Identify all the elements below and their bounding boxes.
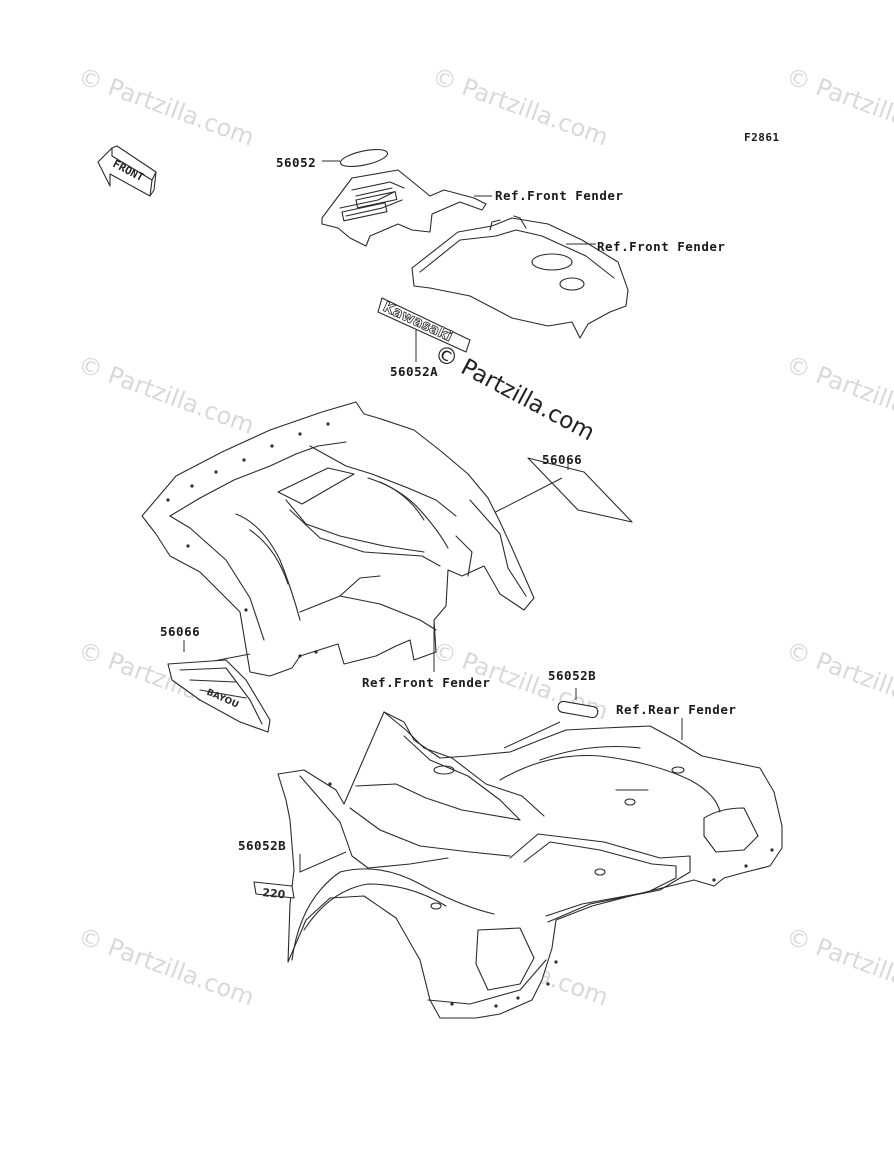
callout-56052a: 56052A xyxy=(390,364,439,379)
callout-56066-top: 56066 xyxy=(542,452,583,467)
callout-56052b-bottom: 56052B xyxy=(238,838,287,853)
decal-56052 xyxy=(339,148,389,168)
ref-front-fender-2: Ref.Front Fender xyxy=(597,239,726,254)
rear-badge-decal: 220 xyxy=(253,881,295,901)
svg-text:Kawasaki: Kawasaki xyxy=(380,299,454,345)
ref-rear-fender: Ref.Rear Fender xyxy=(616,702,737,717)
front-fender-part xyxy=(141,401,535,677)
bayou-decal: BAYOU xyxy=(167,659,271,733)
decal-56052b-top xyxy=(557,700,599,719)
front-arrow-icon: FRONT xyxy=(97,145,157,197)
front-fender-cover xyxy=(411,215,629,339)
callout-56052: 56052 xyxy=(276,155,317,170)
rear-fender-part xyxy=(277,711,783,1019)
ref-front-fender-3: Ref.Front Fender xyxy=(362,675,491,690)
decal-56066-top xyxy=(527,457,633,523)
ref-front-fender-1: Ref.Front Fender xyxy=(495,188,624,203)
front-cover-part xyxy=(321,169,492,247)
callout-56066: 56066 xyxy=(160,624,201,639)
figure-code: F2861 xyxy=(744,131,780,144)
callout-56052b-top: 56052B xyxy=(548,668,597,683)
svg-text:220: 220 xyxy=(262,886,287,901)
